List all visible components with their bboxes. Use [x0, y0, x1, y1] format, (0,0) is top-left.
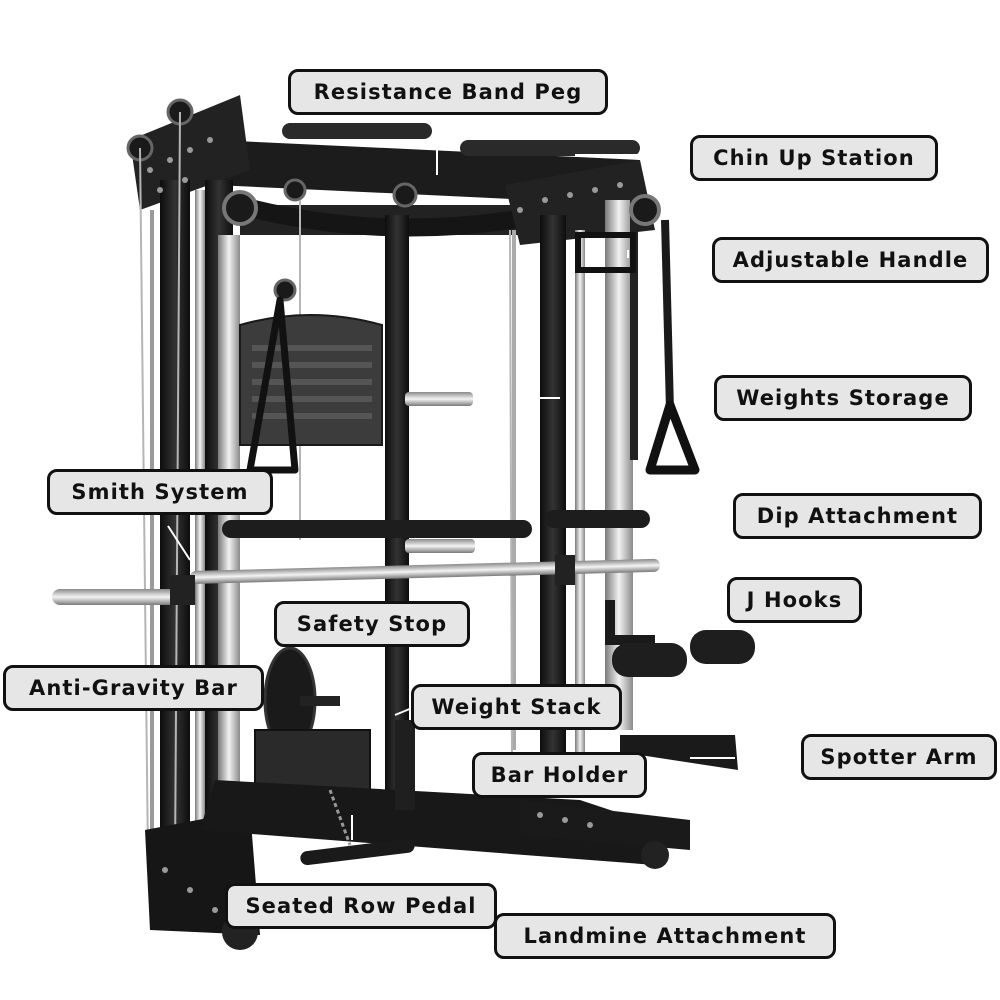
dip-bars: [222, 510, 650, 538]
label-bar-holder: Bar Holder: [472, 752, 647, 798]
label-weight-stack: Weight Stack: [411, 684, 622, 730]
seated-row-pedal-graphic: [300, 789, 415, 866]
label-smith-system: Smith System: [47, 469, 273, 515]
spotter-arm-graphic: [620, 735, 738, 770]
j-hook: [605, 600, 655, 645]
label-safety-stop: Safety Stop: [274, 601, 470, 647]
center-uprights: [385, 215, 566, 815]
barbell: [52, 555, 660, 605]
frame-bolts: [147, 137, 623, 913]
label-landmine-attachment: Landmine Attachment: [494, 913, 836, 959]
label-anti-gravity-bar: Anti-Gravity Bar: [3, 665, 264, 711]
pointer-weight-stack: [394, 707, 413, 716]
right-cable-handle: [575, 219, 700, 475]
storage-horns: [405, 392, 475, 553]
label-chin-up-station: Chin Up Station: [690, 135, 938, 181]
label-spotter-arm: Spotter Arm: [801, 734, 997, 780]
weight-storage-plate: [239, 314, 383, 446]
leg-roller: [612, 630, 755, 677]
pointer-smith-system: [167, 525, 191, 561]
label-seated-row-pedal: Seated Row Pedal: [225, 883, 497, 929]
label-weights-storage: Weights Storage: [714, 375, 972, 421]
base-frame: [145, 720, 690, 950]
label-resistance-band-peg: Resistance Band Peg: [288, 69, 608, 115]
label-dip-attachment: Dip Attachment: [733, 493, 982, 539]
label-j-hooks: J Hooks: [727, 577, 862, 623]
left-cable-handle: [246, 296, 299, 474]
label-adjustable-handle: Adjustable Handle: [712, 237, 989, 283]
